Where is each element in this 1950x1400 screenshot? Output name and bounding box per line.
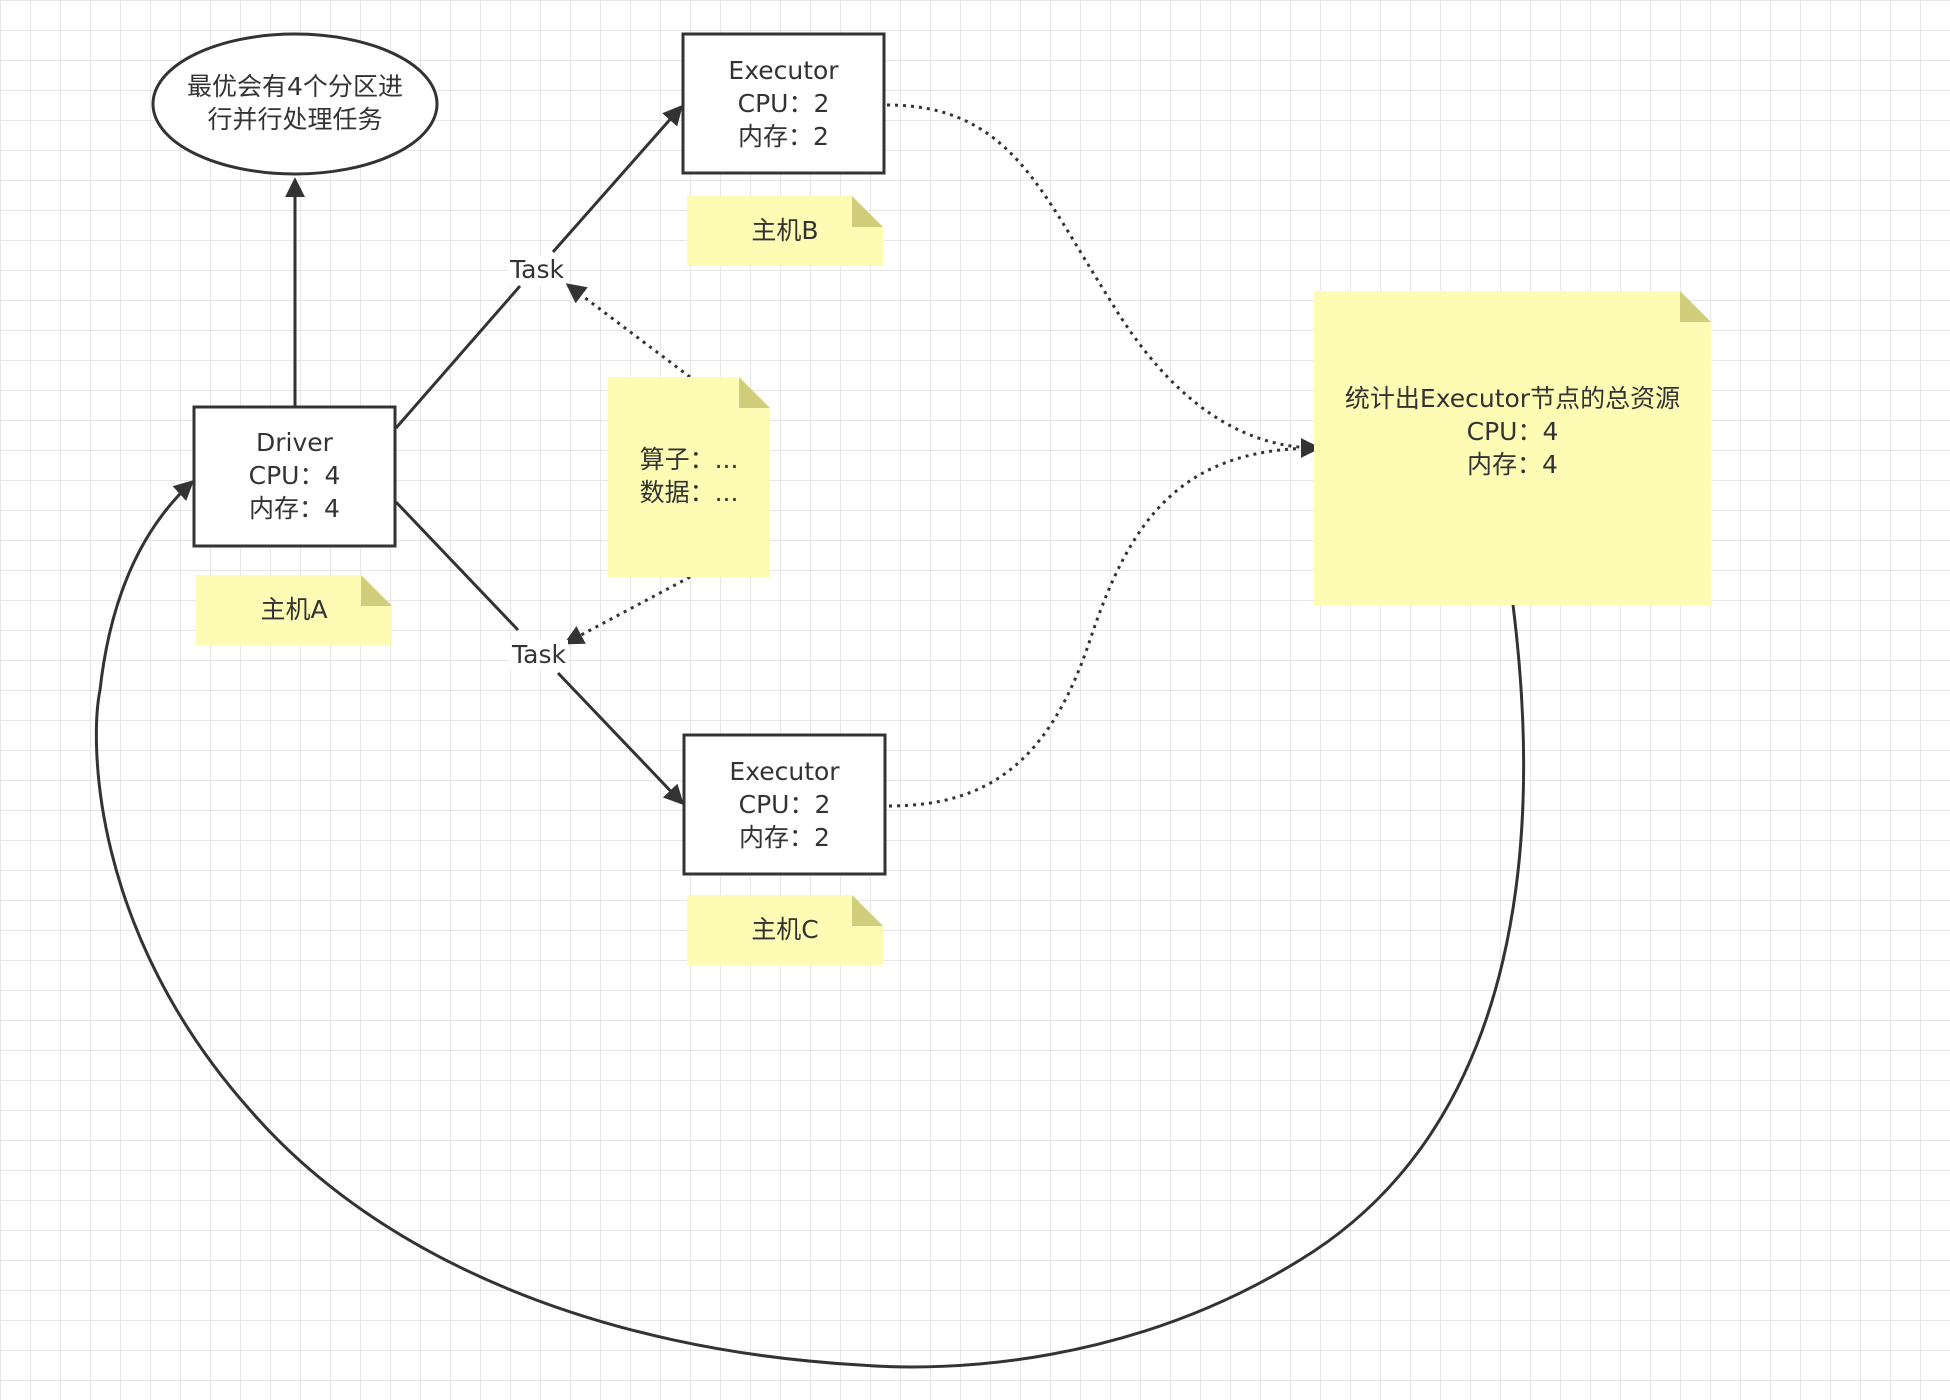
ellipse-node[interactable]: [151, 32, 439, 176]
note-host-b[interactable]: [687, 196, 883, 266]
driver-text: Driver CPU：4 内存：4: [194, 426, 395, 525]
edge-total-to-driver: [94, 480, 1526, 1369]
host-c-label: 主机C: [751, 915, 819, 944]
edge-driver-to-task-bottom: [394, 500, 520, 632]
note-task-payload[interactable]: [608, 377, 770, 577]
note-total-resources[interactable]: [1314, 291, 1711, 605]
executor-b-title: Executor: [728, 56, 839, 85]
executor-c-box[interactable]: [682, 733, 887, 876]
note-host-c[interactable]: [687, 895, 883, 965]
edge-task-bottom-to-executor-c: [556, 671, 684, 806]
executor-b-box[interactable]: [681, 32, 886, 175]
edge-executor-c-to-total: [888, 446, 1319, 808]
executor-c-cpu: CPU：2: [738, 790, 831, 819]
driver-memory: 内存：4: [249, 494, 340, 523]
ellipse-line-2: 行并行处理任务: [207, 105, 383, 134]
driver-cpu: CPU：4: [248, 461, 341, 490]
ellipse-text: 最优会有4个分区进 行并行处理任务: [165, 70, 425, 136]
total-text: 统计出Executor节点的总资源 CPU：4 内存：4: [1314, 382, 1711, 481]
executor-b-cpu: CPU：2: [737, 89, 830, 118]
total-title: 统计出Executor节点的总资源: [1344, 384, 1681, 413]
executor-b-text: Executor CPU：2 内存：2: [683, 54, 884, 153]
driver-title: Driver: [256, 428, 333, 457]
driver-box[interactable]: [192, 405, 397, 548]
total-cpu: CPU：4: [1466, 417, 1559, 446]
host-a-label: 主机A: [260, 595, 328, 624]
payload-operator: 算子：...: [639, 445, 739, 474]
ellipse-line-1: 最优会有4个分区进: [187, 72, 403, 101]
note-host-a[interactable]: [196, 575, 392, 645]
executor-c-title: Executor: [729, 757, 840, 786]
edge-executor-b-to-total: [886, 103, 1321, 458]
edge-driver-to-task-top: [394, 285, 522, 429]
executor-c-text: Executor CPU：2 内存：2: [684, 755, 885, 854]
payload-data: 数据：...: [639, 478, 739, 507]
edge-payload-to-task-top: [565, 283, 691, 379]
task-label-top[interactable]: Task: [508, 255, 566, 285]
executor-c-memory: 内存：2: [739, 823, 830, 852]
total-memory: 内存：4: [1467, 450, 1558, 479]
task-label-bottom[interactable]: Task: [510, 640, 568, 670]
edge-payload-to-task-bottom: [563, 575, 691, 645]
host-b-label: 主机B: [751, 216, 819, 245]
executor-b-memory: 内存：2: [738, 122, 829, 151]
edge-task-top-to-executor-b: [551, 104, 683, 253]
payload-text: 算子：... 数据：...: [608, 443, 770, 509]
